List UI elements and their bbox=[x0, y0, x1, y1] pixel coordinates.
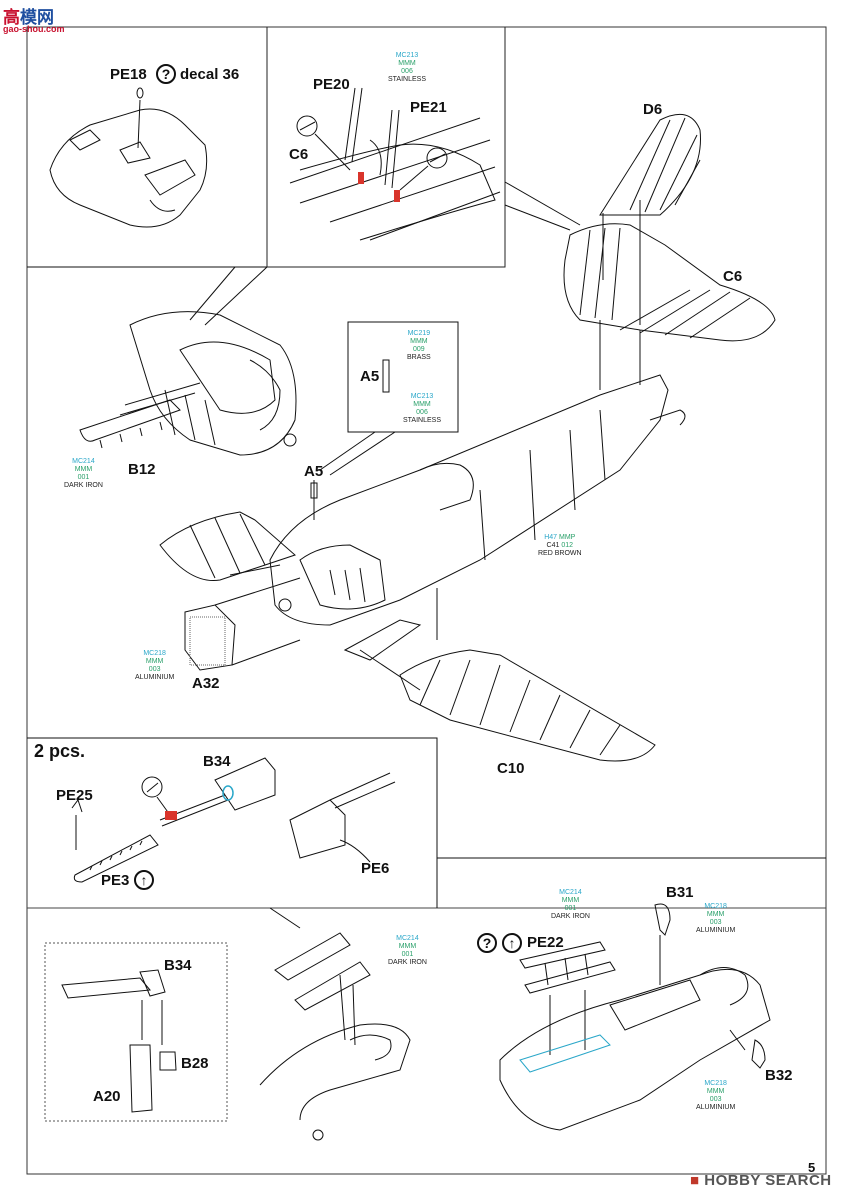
paint-code: MC214 bbox=[559, 889, 582, 896]
paint-number: 012 bbox=[561, 542, 574, 549]
paint-mc213-a: MC213 MMM 006 STAINLESS bbox=[388, 52, 426, 84]
label-a5: A5 bbox=[304, 463, 324, 480]
watermark-logo: 高模网 bbox=[3, 3, 54, 28]
page-number: 5 bbox=[808, 1160, 816, 1175]
label-c6-tail: C6 bbox=[723, 268, 743, 285]
paint-code: MC218 bbox=[704, 1080, 727, 1087]
label-pe20: PE20 bbox=[313, 76, 350, 93]
watermark-glyph: 高 bbox=[3, 8, 20, 27]
paint-name: BRASS bbox=[407, 354, 431, 361]
label-d6: D6 bbox=[643, 101, 663, 118]
paint-number: 009 bbox=[413, 346, 425, 353]
arrow-up-icon: ↑ bbox=[134, 870, 154, 890]
label-pe6: PE6 bbox=[361, 860, 390, 877]
watermark-text: 模网 bbox=[20, 8, 54, 27]
paint-brand: MMM bbox=[410, 338, 428, 345]
label-b28: B28 bbox=[181, 1055, 209, 1072]
paint-code: MC219 bbox=[407, 330, 431, 337]
paint-code: MC213 bbox=[395, 52, 419, 59]
paint-mc214-a: MC214 MMM 001 DARK IRON bbox=[64, 458, 103, 490]
label-a5-box: A5 bbox=[360, 368, 380, 385]
label-b12: B12 bbox=[128, 461, 156, 478]
paint-code: MC213 bbox=[410, 393, 434, 400]
label-b34-small: B34 bbox=[164, 957, 192, 974]
paint-mc219: MC219 MMM 009 BRASS bbox=[407, 330, 431, 362]
paint-mc218-a: MC218 MMM 003 ALUMINIUM bbox=[135, 650, 174, 682]
paint-brand: MMP bbox=[559, 534, 576, 541]
label-b34-gun: B34 bbox=[203, 753, 231, 770]
label-two-pcs: 2 pcs. bbox=[34, 741, 86, 761]
paint-brand: MMM bbox=[413, 401, 431, 408]
hobby-search-text: HOBBY SEARCH bbox=[704, 1172, 832, 1189]
label-pe18: PE18 bbox=[110, 66, 147, 83]
paint-h47: H47 MMP C41 012 RED BROWN bbox=[538, 534, 582, 558]
label-a32: A32 bbox=[192, 675, 220, 692]
paint-brand: MMM bbox=[398, 943, 417, 950]
paint-code: H47 bbox=[544, 534, 558, 541]
paint-name: RED BROWN bbox=[538, 550, 582, 557]
paint-code: MC218 bbox=[143, 650, 166, 657]
label-b32: B32 bbox=[765, 1067, 793, 1084]
paint-mc214-b: MC214 MMM 001 DARK IRON bbox=[388, 935, 427, 967]
paint-code: MC218 bbox=[704, 903, 727, 910]
paint-brand: MMM bbox=[145, 658, 164, 665]
label-c6-top: C6 bbox=[289, 146, 309, 163]
label-b31: B31 bbox=[666, 884, 694, 901]
paint-name: DARK IRON bbox=[388, 959, 427, 966]
paint-name: DARK IRON bbox=[64, 482, 103, 489]
paint-name: ALUMINIUM bbox=[135, 674, 175, 681]
label-pe3: PE3 bbox=[101, 872, 130, 889]
paint-number: 006 bbox=[416, 409, 428, 416]
label-pe21: PE21 bbox=[410, 99, 447, 116]
paint-name: STAINLESS bbox=[388, 76, 426, 83]
arrow-up-icon: ↑ bbox=[502, 933, 522, 953]
paint-number: 001 bbox=[77, 474, 90, 481]
paint-brand: MMM bbox=[398, 60, 416, 67]
paint-brand: MMM bbox=[706, 911, 725, 918]
paint-name: ALUMINIUM bbox=[696, 1104, 736, 1111]
paint-number: 003 bbox=[148, 666, 161, 673]
paint-number: 001 bbox=[564, 905, 577, 912]
paint-name: DARK IRON bbox=[551, 913, 590, 920]
paint-number: 003 bbox=[709, 1096, 722, 1103]
paint-mc213-b: MC213 MMM 006 STAINLESS bbox=[403, 393, 441, 425]
question-icon: ? bbox=[477, 933, 497, 953]
hobby-search-logo-icon: ■ bbox=[690, 1172, 700, 1189]
paint-brand: MMM bbox=[706, 1088, 725, 1095]
watermark-url: gao-shou.com bbox=[3, 24, 65, 34]
paint-code: MC214 bbox=[396, 935, 419, 942]
label-c10: C10 bbox=[497, 760, 525, 777]
paint-number: 001 bbox=[401, 951, 414, 958]
paint-c-code: C41 bbox=[546, 542, 560, 549]
label-decal36: decal 36 bbox=[180, 66, 240, 83]
hobby-search-watermark: ■ HOBBY SEARCH bbox=[690, 1172, 832, 1189]
label-pe25: PE25 bbox=[56, 787, 93, 804]
paint-name: STAINLESS bbox=[403, 417, 441, 424]
paint-mc218-b: MC218 MMM 003 ALUMINIUM bbox=[696, 903, 735, 935]
paint-number: 006 bbox=[401, 68, 413, 75]
paint-mc214-c: MC214 MMM 001 DARK IRON bbox=[551, 889, 590, 921]
label-a20: A20 bbox=[93, 1088, 121, 1105]
paint-code: MC214 bbox=[72, 458, 95, 465]
question-icon: ? bbox=[156, 64, 176, 84]
paint-name: ALUMINIUM bbox=[696, 927, 736, 934]
paint-brand: MMM bbox=[74, 466, 93, 473]
label-pe22: PE22 bbox=[527, 934, 564, 951]
paint-brand: MMM bbox=[561, 897, 580, 904]
paint-number: 003 bbox=[709, 919, 722, 926]
paint-mc218-c: MC218 MMM 003 ALUMINIUM bbox=[696, 1080, 735, 1112]
